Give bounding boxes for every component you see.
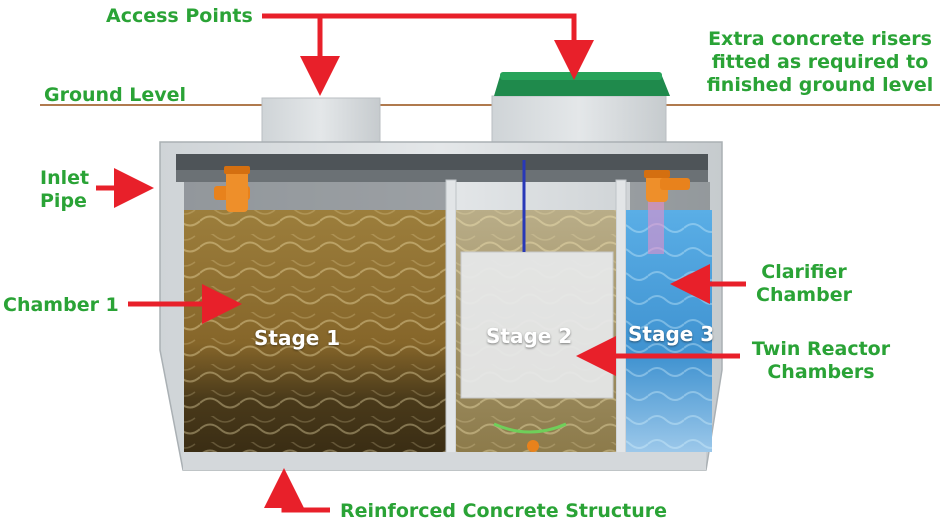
inlet-pipe-icon bbox=[214, 166, 250, 212]
label-twin-reactor: Twin Reactor Chambers bbox=[751, 338, 891, 383]
access-lid-icon bbox=[494, 72, 670, 96]
aerator-icon bbox=[493, 422, 567, 452]
reinforced-arrow bbox=[264, 468, 330, 513]
label-ground-level: Ground Level bbox=[44, 84, 187, 106]
divider-wall-2 bbox=[615, 179, 627, 461]
outlet-pipe-icon bbox=[644, 170, 690, 202]
label-access-points: Access Points bbox=[106, 5, 253, 27]
access-right-arrow bbox=[320, 13, 594, 80]
stage-2-label: Stage 2 bbox=[486, 324, 573, 348]
annotation-arrows bbox=[96, 13, 746, 513]
access-left-arrow bbox=[262, 13, 340, 96]
tank-floor bbox=[183, 452, 706, 470]
access-riser-left bbox=[261, 97, 381, 145]
divider-wall-1 bbox=[445, 179, 457, 461]
stage-1-label: Stage 1 bbox=[254, 326, 341, 350]
label-extra-risers: Extra concrete risers fitted as required… bbox=[706, 28, 934, 96]
label-chamber-1: Chamber 1 bbox=[3, 294, 119, 316]
label-inlet-pipe: Inlet Pipe bbox=[40, 167, 90, 212]
stage-3-label: Stage 3 bbox=[628, 322, 715, 346]
label-clarifier: Clarifier Chamber bbox=[756, 261, 852, 306]
access-riser-right bbox=[491, 95, 667, 145]
label-reinforced: Reinforced Concrete Structure bbox=[340, 500, 668, 522]
